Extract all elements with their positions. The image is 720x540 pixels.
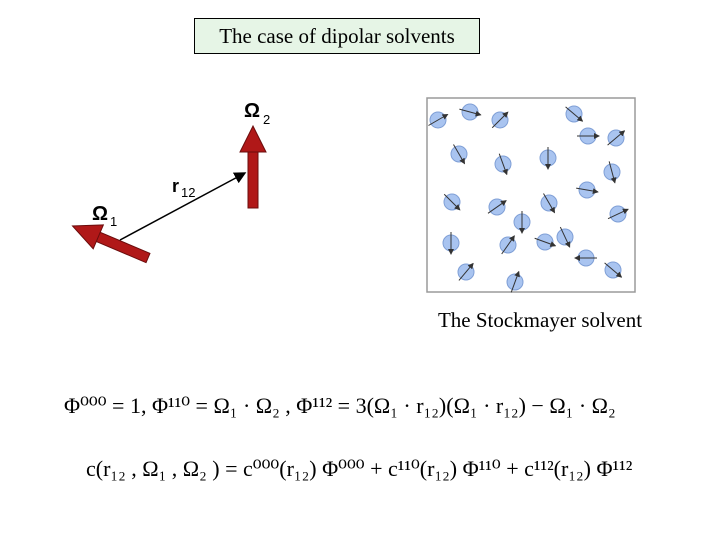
dipole-molecule — [492, 112, 508, 128]
dipole-molecule — [605, 262, 622, 278]
dipole-molecule — [566, 106, 583, 122]
dipole-molecule — [608, 130, 625, 146]
omega2-subscript: 2 — [263, 112, 270, 127]
omega1-label: Ω — [92, 203, 108, 225]
dipole-molecule — [458, 264, 474, 281]
stockmayer-box — [427, 98, 635, 292]
r12-subscript: 12 — [181, 185, 195, 200]
dipole-molecule — [488, 199, 506, 215]
dipole-molecule — [500, 236, 516, 254]
omega1-subscript: 1 — [110, 214, 117, 229]
equation-phi-definitions: Φ⁰⁰⁰ = 1, Φ¹¹⁰ = Ω₁ · Ω₂ , Φ¹¹² = 3(Ω₁ ·… — [64, 393, 616, 419]
equation-c-expansion: c(r₁₂ , Ω₁ , Ω₂ ) = c⁰⁰⁰(r₁₂) Φ⁰⁰⁰ + c¹¹… — [86, 456, 632, 482]
r12-vector — [120, 173, 245, 240]
dipole-molecule — [444, 194, 460, 210]
stockmayer-caption: The Stockmayer solvent — [420, 308, 660, 333]
r12-label: r — [172, 176, 179, 196]
omega2-arrow — [240, 126, 266, 208]
omega2-label: Ω — [244, 100, 260, 122]
